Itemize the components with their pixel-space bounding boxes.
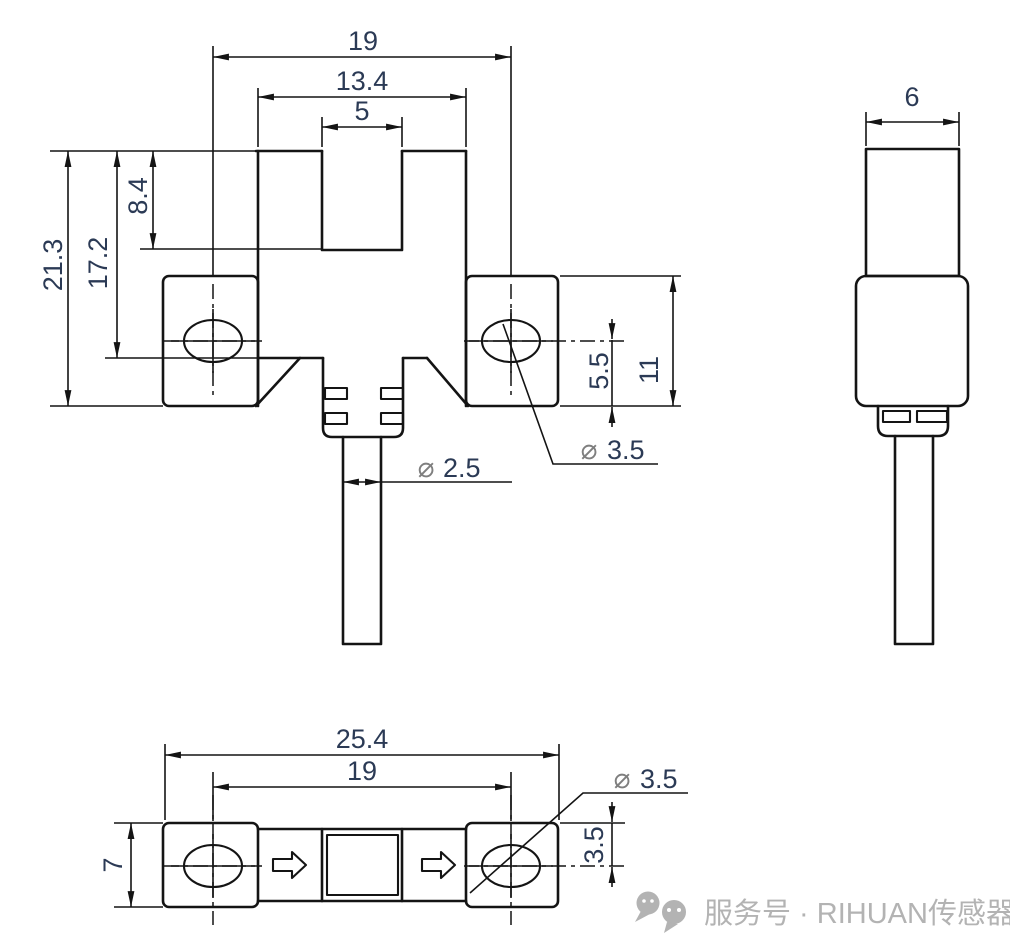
front-right-chamfer: [425, 356, 470, 408]
bottom-dim7-extension-lines: [114, 822, 163, 908]
side-cable: [893, 434, 935, 646]
dim-front-slot-depth: 8.4: [123, 177, 153, 215]
side-view: 6: [854, 82, 970, 646]
side-gland-notch-2: [915, 409, 949, 424]
dim-front-slot-width: 5: [354, 96, 369, 126]
front-gland-notch-4: [379, 411, 405, 426]
bottom-hole-dia-symbol: ⌀: [614, 762, 631, 795]
front-gland-notch-2: [323, 411, 349, 426]
front-dim11-extension-lines: [560, 275, 681, 407]
side-cable-gland: [876, 404, 950, 438]
dim-bottom-depth: 7: [98, 857, 128, 872]
front-gland-notch-3: [379, 386, 405, 401]
dim-bottom-hole-dia: 3.5: [640, 764, 678, 794]
dim-bottom-hole-pitch: 19: [347, 756, 377, 786]
side-dim6-extension-lines: [865, 112, 960, 146]
bottom-slot-window: [325, 833, 400, 897]
front-dim19-extension-lines: [212, 46, 512, 277]
side-gland-notch-1: [881, 409, 912, 424]
side-head: [864, 147, 961, 278]
bottom-center-section: [256, 827, 468, 903]
front-hole-dia-symbol: ⌀: [581, 433, 598, 466]
dim-side-width: 6: [904, 82, 919, 112]
bottom-left-mounting-ear: [161, 821, 260, 909]
dim-front-step-height: 17.2: [83, 237, 113, 290]
dim-front-hole-to-bottom: 5.5: [584, 352, 614, 390]
front-gland-notch-1: [323, 386, 349, 401]
receiver-direction-arrow-icon: [420, 850, 457, 880]
dim-front-cable-dia: 2.5: [443, 453, 481, 483]
front-cable-dia-symbol: ⌀: [418, 451, 435, 484]
front-cable-gland: [321, 356, 405, 439]
dim-front-overall-height: 21.3: [38, 239, 68, 292]
bottom-right-mounting-ear: [464, 821, 560, 909]
front-cable: [341, 435, 383, 646]
front-hole-dia-leader: [502, 323, 658, 465]
emitter-direction-arrow-icon: [271, 850, 308, 880]
watermark-text: 服务号 · RIHUAN传感器: [704, 897, 1010, 930]
front-view: 19 13.4 5 21.3 17.2 8.4 11 5.5 ⌀ 3.5 ⌀ 2…: [38, 26, 681, 646]
watermark: 服务号 · RIHUAN传感器: [635, 891, 1010, 933]
front-slot-outline: [320, 149, 404, 252]
dim-front-hole-dia: 3.5: [607, 435, 645, 465]
front-left-chamfer: [254, 356, 302, 408]
dim-bottom-hole-to-edge: 3.5: [579, 826, 609, 864]
dim-front-base-height: 11: [634, 356, 664, 384]
bottom-slot-edges: [320, 827, 404, 903]
dim-front-hole-pitch: 19: [348, 26, 378, 56]
front-dim5-extension-lines: [321, 117, 403, 147]
side-body: [854, 274, 970, 408]
dim-front-head-width: 13.4: [336, 66, 389, 96]
bottom-dim19-extension-lines: [212, 772, 512, 821]
bottom-hole-dia-leader: [469, 792, 688, 894]
wechat-icon: [635, 891, 689, 933]
bottom-view: 25.4 19 7 3.5 ⌀ 3.5: [98, 724, 688, 925]
dim-bottom-overall-width: 25.4: [336, 724, 389, 754]
